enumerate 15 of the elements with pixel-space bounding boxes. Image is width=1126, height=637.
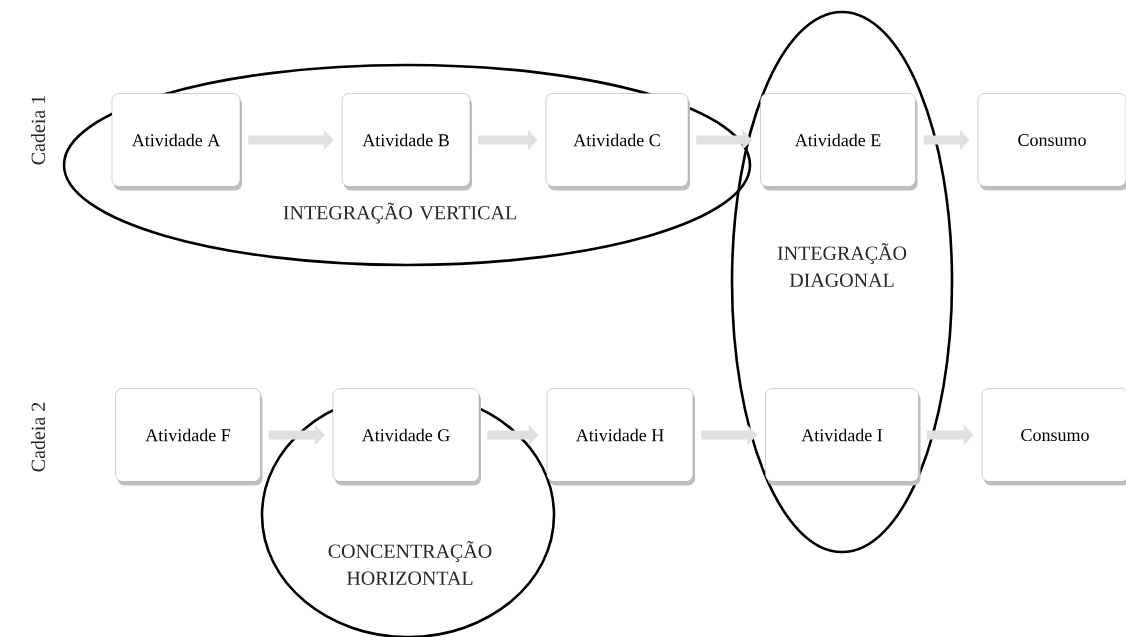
activity-box: Atividade G bbox=[332, 388, 481, 486]
activity-box: Atividade E bbox=[760, 93, 918, 191]
activity-box: Atividade I bbox=[765, 388, 921, 486]
activity-box: Atividade A bbox=[111, 93, 242, 191]
activity-box: Atividade H bbox=[546, 388, 695, 486]
activity-box: Atividade C bbox=[545, 93, 690, 191]
chain-label: Cadeia 2 bbox=[30, 402, 46, 472]
chain-label: Cadeia 1 bbox=[30, 95, 46, 165]
activity-box: Consumo bbox=[981, 388, 1126, 486]
ellipse-label: CONCENTRAÇÃO HORIZONTAL bbox=[328, 541, 492, 585]
ellipse-label: INTEGRAÇÃO VERTICAL bbox=[283, 202, 516, 224]
ellipse-label: INTEGRAÇÃO DIAGONAL bbox=[777, 243, 907, 287]
activity-box: Atividade F bbox=[115, 388, 263, 486]
activity-box: Atividade B bbox=[341, 93, 472, 191]
activity-box: Consumo bbox=[977, 93, 1126, 191]
